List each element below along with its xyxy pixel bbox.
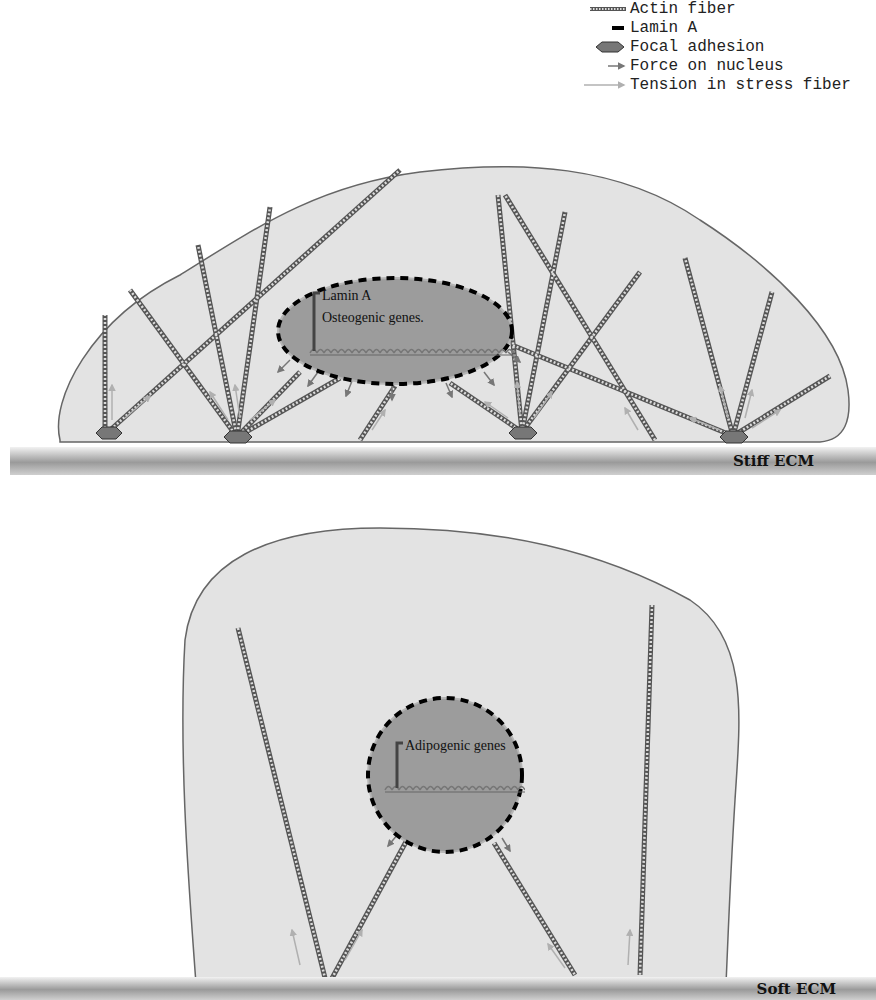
nucleus-outline xyxy=(275,275,515,387)
legend-label: Focal adhesion xyxy=(630,38,764,56)
legend-label: Lamin A xyxy=(630,19,697,37)
ecm-label: Soft ECM xyxy=(757,980,836,998)
legend-samples xyxy=(584,9,626,85)
legend-label: Tension in stress fiber xyxy=(630,76,851,94)
legend-label: Actin fiber xyxy=(630,0,736,18)
cell-outline xyxy=(183,528,739,984)
legend-label: Force on nucleus xyxy=(630,57,784,75)
nucleus-label: Lamin A xyxy=(322,287,371,305)
ecm-label: Stiff ECM xyxy=(733,452,814,470)
focal-adhesions xyxy=(96,427,748,443)
nucleus: Adipogenic genes xyxy=(365,695,525,855)
nucleus-outline xyxy=(365,695,525,855)
ecm-band: Soft ECM xyxy=(0,977,876,1000)
nucleus-label: Adipogenic genes xyxy=(405,737,506,755)
nucleus-label: Osteogenic genes. xyxy=(322,309,424,327)
ecm-band: Stiff ECM xyxy=(10,447,876,475)
nucleus: Lamin A Osteogenic genes. xyxy=(275,275,515,387)
cell-outline xyxy=(59,167,850,442)
